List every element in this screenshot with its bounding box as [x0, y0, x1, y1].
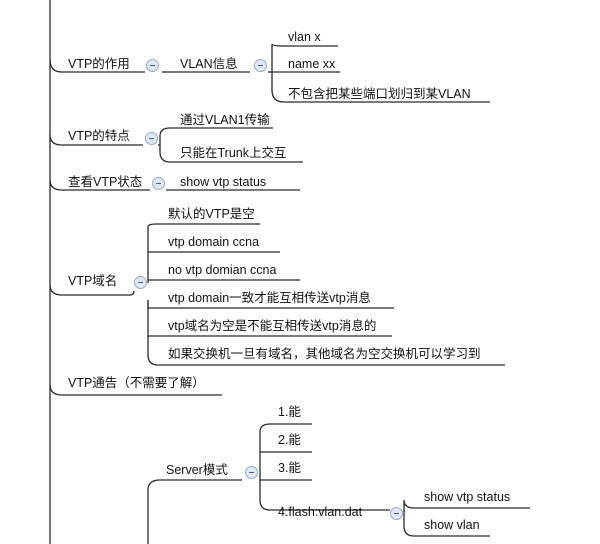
- leaf-line-show-vlan: [403, 510, 490, 537]
- node-flash-show-vtp-status[interactable]: show vtp status: [424, 490, 511, 504]
- node-trunk-only[interactable]: 只能在Trunk上交互: [180, 146, 287, 160]
- branch-view-status: [49, 179, 150, 191]
- node-view-vtp-status[interactable]: 查看VTP状态: [68, 175, 143, 189]
- node-domain-empty[interactable]: vtp域名为空是不能互相传送vtp消息的: [168, 319, 377, 333]
- node-flash-show-vlan[interactable]: show vlan: [424, 518, 480, 532]
- leaf-line-default-empty: [147, 223, 260, 283]
- node-vtp-role[interactable]: VTP的作用: [68, 57, 130, 71]
- leaf-line-trunk: [159, 145, 303, 163]
- node-show-vtp-status[interactable]: show vtp status: [180, 175, 267, 189]
- node-vtp-features[interactable]: VTP的特点: [68, 129, 130, 143]
- node-vlan-x[interactable]: vlan x: [288, 30, 321, 44]
- leaf-line-learn: [147, 336, 505, 366]
- branch-vtp-domain: [49, 284, 135, 296]
- collapse-flash-button[interactable]: [390, 507, 403, 520]
- leaf-line-vlan-x: [271, 43, 338, 72]
- leaf-line-4: [259, 480, 390, 511]
- node-vtp-advert[interactable]: VTP通告（不需要了解）: [68, 376, 205, 390]
- leaf-line-show-vtp-status-2: [403, 499, 530, 512]
- node-server-mode[interactable]: Server模式: [166, 463, 228, 477]
- branch-vtp-role: [49, 59, 145, 73]
- branch-vtp-features: [49, 134, 143, 146]
- node-server-3[interactable]: 3.能: [278, 461, 301, 475]
- node-domain-consistent[interactable]: vtp domain一致才能互相传送vtp消息: [168, 291, 371, 305]
- collapse-vtp-features-button[interactable]: [145, 132, 158, 145]
- node-vtp-domain-ccna[interactable]: vtp domain ccna: [168, 235, 260, 249]
- collapse-vlan-info-button[interactable]: [254, 59, 267, 72]
- node-domain-learn[interactable]: 如果交换机一旦有域名，其他域名为空交换机可以学习到: [168, 347, 481, 361]
- node-vtp-domain[interactable]: VTP域名: [68, 274, 118, 288]
- leaf-line-vlan1: [158, 127, 273, 146]
- node-via-vlan1[interactable]: 通过VLAN1传输: [180, 113, 270, 127]
- node-server-4[interactable]: 4.flash:vlan.dat: [278, 505, 363, 519]
- collapse-server-mode-button[interactable]: [245, 466, 258, 479]
- branch-vtp-advert: [49, 384, 222, 396]
- node-no-vtp-domian-ccna[interactable]: no vtp domian ccna: [168, 263, 277, 277]
- node-default-empty[interactable]: 默认的VTP是空: [168, 207, 255, 221]
- leaf-line-no-port: [271, 72, 490, 103]
- collapse-vtp-domain-button[interactable]: [134, 276, 147, 289]
- node-name-xx[interactable]: name xx: [288, 57, 336, 71]
- node-server-2[interactable]: 2.能: [278, 433, 301, 447]
- collapse-view-status-button[interactable]: [152, 177, 165, 190]
- collapse-vtp-role-button[interactable]: [146, 59, 159, 72]
- node-no-port-assign[interactable]: 不包含把某些端口划归到某VLAN: [288, 87, 471, 101]
- node-server-1[interactable]: 1.能: [278, 405, 301, 419]
- leaf-line-1: [259, 423, 312, 480]
- node-vlan-info[interactable]: VLAN信息: [180, 57, 238, 71]
- branch-server-mode: [147, 479, 242, 544]
